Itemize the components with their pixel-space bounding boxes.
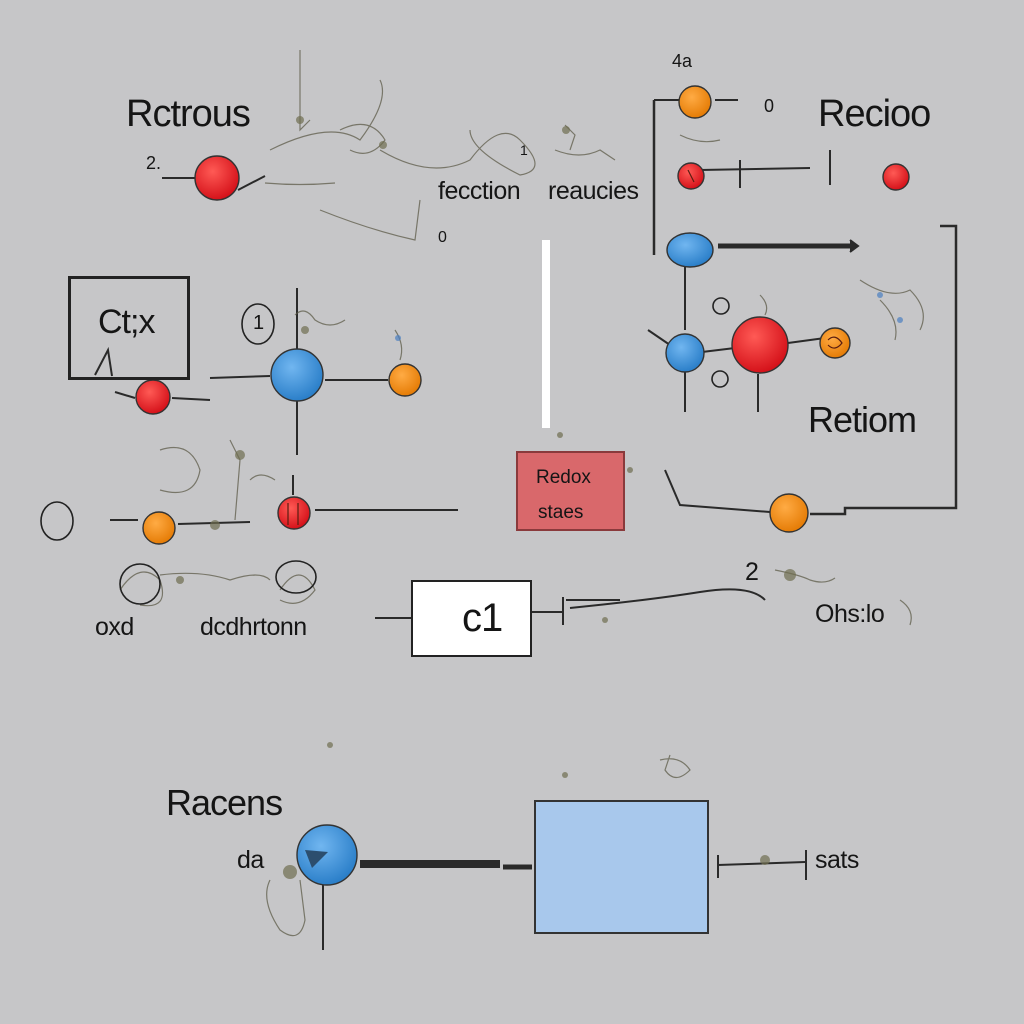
orange-atom xyxy=(678,85,712,119)
ctx-box xyxy=(68,276,190,380)
small-2-label: 2. xyxy=(146,153,162,173)
outline-circles xyxy=(40,297,730,605)
c1-label: c1 xyxy=(462,596,503,640)
speckles xyxy=(176,116,903,879)
triangle-mark xyxy=(305,850,328,868)
ctx-label: Ct;x xyxy=(98,303,155,341)
small-4a-label: 4a xyxy=(672,51,693,71)
divider-bar xyxy=(542,240,550,428)
reactants-label: reaucies xyxy=(548,177,639,205)
red-atom xyxy=(194,155,240,201)
one-circle-label: 1 xyxy=(253,312,265,334)
oxidation-label: oxd xyxy=(95,613,134,641)
orange-atom xyxy=(769,493,809,533)
orange-atom xyxy=(142,511,176,545)
redox-states-box xyxy=(516,451,625,531)
connector-lines xyxy=(94,99,958,950)
retiom-label: Retiom xyxy=(808,399,917,440)
da-label: da xyxy=(237,846,264,874)
red-atom xyxy=(882,163,910,191)
racens-label: Racens xyxy=(166,782,283,823)
title-right: Recioo xyxy=(818,93,931,135)
orange-atom xyxy=(819,327,851,359)
small-0b-label: 0 xyxy=(438,229,447,246)
orange-atom xyxy=(388,363,422,397)
ohsio-label: Ohs:lo xyxy=(815,600,885,628)
redox-label: Redox xyxy=(536,467,591,488)
blue-atom xyxy=(270,348,324,402)
blue-atom xyxy=(296,824,358,886)
states-label: staes xyxy=(538,502,584,523)
title-left: Rctrous xyxy=(126,93,251,135)
atom-marks xyxy=(287,169,843,525)
reaction-label: fecction xyxy=(438,177,521,205)
blue-atom xyxy=(665,333,705,373)
atoms xyxy=(135,85,910,886)
small-0-label: 0 xyxy=(764,96,775,116)
two-label: 2 xyxy=(745,558,759,586)
c1-box xyxy=(411,580,532,657)
blue-atom xyxy=(666,232,714,268)
oxidation-label-2: dcdhrtonn xyxy=(200,613,307,641)
small-1-label: 1 xyxy=(520,142,528,158)
blue-container-box xyxy=(534,800,709,934)
sats-label: sats xyxy=(815,846,859,874)
red-atom xyxy=(277,496,311,530)
red-atom xyxy=(135,379,171,415)
red-atom xyxy=(731,316,789,374)
